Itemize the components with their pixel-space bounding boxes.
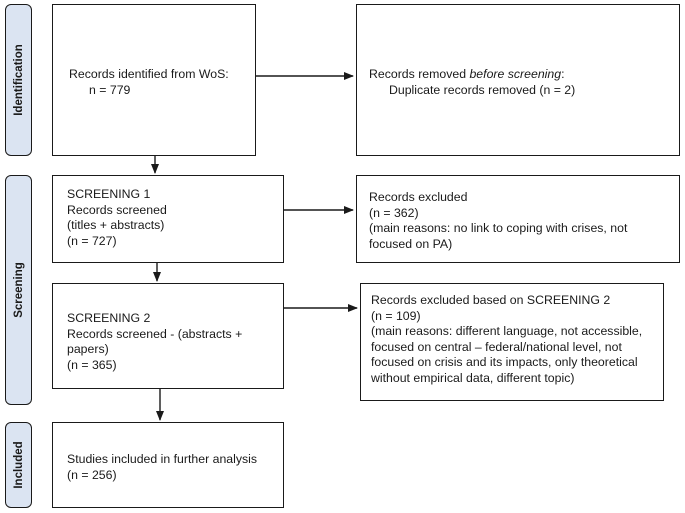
screening-1-count: (n = 727) xyxy=(67,233,117,248)
studies-included-text: Studies included in further analysis xyxy=(67,452,258,466)
records-removed-heading: Records removed before screening: xyxy=(369,67,565,81)
excluded-1-reason: focused on PA) xyxy=(369,236,453,251)
screening-1-title: SCREENING 1 xyxy=(67,187,151,201)
screening-2-title: SCREENING 2 xyxy=(67,311,151,325)
screening-2-line: papers) xyxy=(67,342,109,356)
excluded-1-heading: Records excluded xyxy=(369,190,468,204)
screening-1-line: Records screened xyxy=(67,202,167,217)
records-removed-emphasis: before screening xyxy=(469,67,562,81)
box-records-excluded-2: Records excluded based on SCREENING 2 (n… xyxy=(360,283,664,401)
screening-2-count: (n = 365) xyxy=(67,357,117,372)
screening-2-line: Records screened - (abstracts + xyxy=(67,326,243,341)
box-screening-1: SCREENING 1 Records screened (titles + a… xyxy=(52,175,284,263)
box-records-excluded-1: Records excluded (n = 362) (main reasons… xyxy=(356,175,680,263)
excluded-2-heading: Records excluded based on SCREENING 2 xyxy=(371,293,611,307)
box-screening-2: SCREENING 2 Records screened - (abstract… xyxy=(52,283,284,389)
box-studies-included: Studies included in further analysis (n … xyxy=(52,422,284,508)
phase-screening: Screening xyxy=(5,175,32,405)
box-records-removed: Records removed before screening: Duplic… xyxy=(356,4,680,156)
excluded-2-reason: (main reasons: different language, not a… xyxy=(371,324,643,338)
screening-1-line: (titles + abstracts) xyxy=(67,218,165,232)
phase-identification: Identification xyxy=(5,4,32,156)
excluded-2-reason: without empirical data, different topic) xyxy=(371,370,575,385)
excluded-2-reason: focused on central – federal/national le… xyxy=(371,339,622,354)
excluded-1-reason: (main reasons: no link to coping with cr… xyxy=(369,221,628,235)
duplicates-removed-text: Duplicate records removed (n = 2) xyxy=(389,82,576,97)
excluded-1-count: (n = 362) xyxy=(369,205,419,220)
studies-included-count: (n = 256) xyxy=(67,467,117,482)
phase-included: Included xyxy=(5,422,32,508)
box-records-identified: Records identified from WoS: n = 779 xyxy=(52,4,256,156)
excluded-2-reason: focused on crisis and its impacts, only … xyxy=(371,355,638,369)
records-identified-count: n = 779 xyxy=(89,82,131,97)
excluded-2-count: (n = 109) xyxy=(371,308,421,323)
records-identified-text: Records identified from WoS: xyxy=(69,67,229,81)
